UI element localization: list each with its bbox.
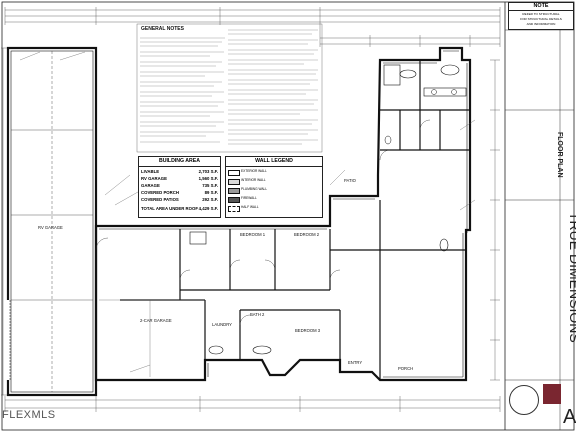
room-label-laundry: LAUNDRY — [212, 322, 232, 327]
building-area-title: BUILDING AREA — [139, 157, 220, 167]
legend-item-firewall: FIREWALL — [228, 195, 320, 204]
legend-swatch — [228, 206, 240, 212]
note-line: FOR STRUCTURAL DETAILS — [520, 17, 562, 21]
watermark: FLEXMLS — [2, 409, 56, 421]
area-row-garage: GARAGE 735 S.F. — [141, 183, 218, 188]
legend-swatch — [228, 188, 240, 194]
area-row-covered-porch: COVERED PORCH 89 S.F. — [141, 190, 218, 195]
legend-item-exterior: EXTERIOR WALL — [228, 168, 320, 177]
building-area-table: BUILDING AREA LIVABLE 2,703 S.F. RV GARA… — [138, 156, 221, 218]
room-label-bath-2: BATH 2 — [250, 312, 265, 317]
note-line: REFER TO STRUCTURAL — [522, 12, 560, 16]
wall-legend-title: WALL LEGEND — [226, 157, 322, 167]
seal-icon — [509, 385, 539, 415]
room-label-bedroom-2: BEDROOM 2 — [294, 232, 320, 237]
area-row-total: TOTAL AREA UNDER ROOF 4,429 S.F. — [141, 206, 218, 211]
area-row-livable: LIVABLE 2,703 S.F. — [141, 169, 218, 174]
area-row-rv-garage: RV GARAGE 1,560 S.F. — [141, 176, 218, 181]
sheet-letter: A — [563, 406, 576, 428]
room-label-porch: PORCH — [398, 366, 414, 371]
room-label-rv-garage: RV GARAGE — [38, 225, 63, 230]
room-label-patio: PATIO — [344, 178, 356, 183]
wall-legend: WALL LEGEND EXTERIOR WALL INTERIOR WALL … — [225, 156, 323, 218]
note-title: NOTE — [509, 3, 573, 11]
room-label-entry: ENTRY — [348, 360, 363, 365]
floor-plan-label: FLOOR PLAN — [556, 132, 563, 178]
legend-item-plumbing: PLUMBING WALL — [228, 186, 320, 195]
legend-item-half-wall: HALF WALL — [228, 204, 320, 213]
structural-note-box: NOTE REFER TO STRUCTURAL FOR STRUCTURAL … — [508, 2, 574, 30]
legend-swatch — [228, 179, 240, 185]
general-notes-title: GENERAL NOTES — [141, 26, 184, 32]
legend-item-interior: INTERIOR WALL — [228, 177, 320, 186]
room-label-bedroom-3: BEDROOM 3 — [295, 328, 321, 333]
room-label-garage: 2-CAR GARAGE — [140, 318, 172, 323]
true-dimensions-label: TRUE DIMENSIONS — [567, 212, 576, 343]
room-label-bedroom-1: BEDROOM 1 — [240, 232, 266, 237]
firm-logo-icon — [543, 384, 561, 404]
legend-swatch — [228, 197, 240, 203]
note-line: AND INFORMATION — [526, 22, 556, 26]
area-row-covered-patios: COVERED PATIOS 292 S.F. — [141, 197, 218, 202]
legend-swatch — [228, 170, 240, 176]
